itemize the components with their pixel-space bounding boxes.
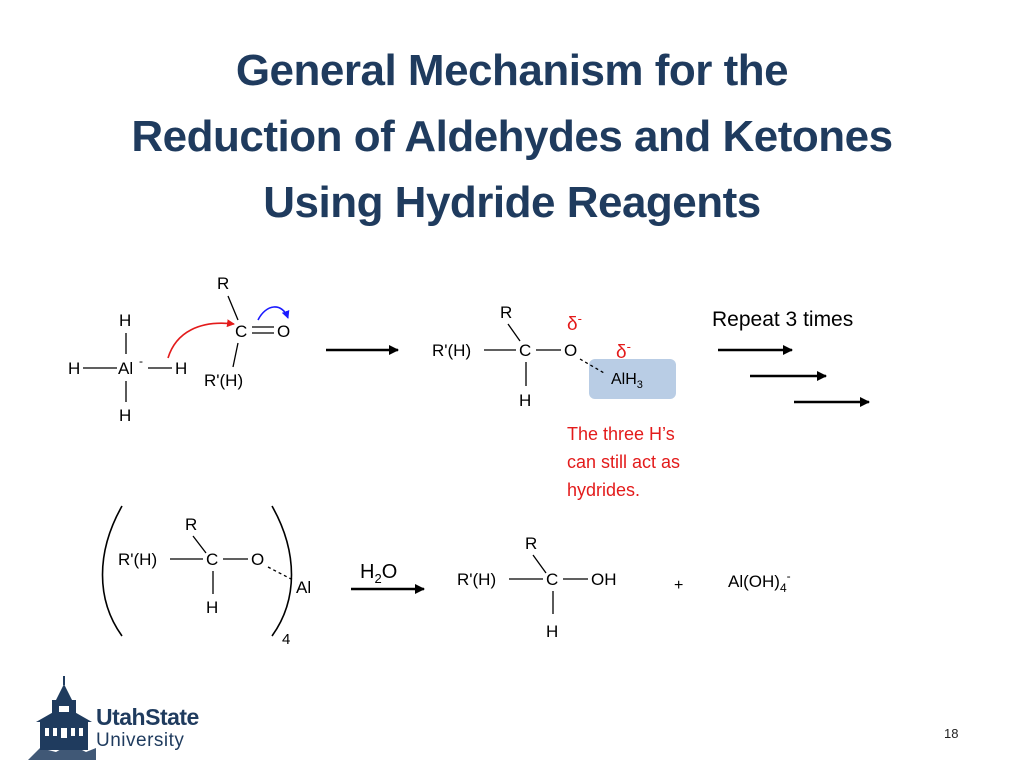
slide-title: General Mechanism for the Reduction of A…: [0, 38, 1024, 236]
aluminate-product: Al(OH)4-: [728, 569, 791, 595]
tetraalkoxyaluminate: R R'(H) C O H Al 4: [101, 505, 311, 648]
repeat-label: Repeat 3 times: [712, 308, 854, 331]
atom-r: R: [185, 515, 197, 534]
logo-line-2: University: [96, 730, 185, 751]
atom-h: H: [206, 598, 218, 617]
partial-charge-delta: δ-: [567, 311, 582, 335]
atom-al: Al: [296, 578, 311, 597]
atom-r: R: [525, 534, 537, 553]
subscript-four: 4: [282, 631, 290, 648]
atom-r: R: [217, 274, 229, 293]
charge-minus: -: [139, 354, 143, 368]
atom-al: Al: [118, 359, 133, 378]
title-line-1: General Mechanism for the: [235, 46, 789, 95]
curved-arrow-blue-icon: [257, 306, 290, 321]
atom-o: O: [564, 341, 577, 360]
carbonyl-molecule: R C O R'(H): [204, 274, 290, 390]
note-line-3: hydrides.: [567, 480, 641, 500]
atom-c: C: [546, 570, 558, 589]
page-number: 18: [944, 726, 959, 741]
old-main-building-icon: [28, 676, 96, 760]
title-line-3: Using Hydride Reagents: [263, 178, 761, 227]
university-logo: UtahState University: [96, 704, 199, 752]
atom-r: R: [500, 303, 512, 322]
atom-h: H: [175, 359, 187, 378]
title-line-2: Reduction of Aldehydes and Ketones: [131, 112, 893, 161]
logo-line-1: UtahState: [96, 704, 199, 730]
atom-h: H: [119, 311, 131, 330]
note-line-1: The three H’s: [567, 424, 675, 444]
left-paren: [101, 505, 123, 637]
note-line-2: can still act as: [567, 452, 681, 472]
atom-r-prime-h: R'(H): [118, 550, 157, 569]
aluminum-hydride-molecule: H H Al - H H: [68, 311, 187, 425]
atom-h: H: [68, 359, 80, 378]
atom-alh3: AlH3: [611, 371, 643, 391]
alcohol-product: R R'(H) C OH H: [457, 534, 617, 641]
atom-h: H: [519, 391, 531, 410]
reagent-water: H2O: [360, 561, 397, 586]
annotation-note: The three H’s can still act as hydrides.: [567, 420, 737, 504]
atom-oh: OH: [591, 570, 617, 589]
atom-h: H: [119, 406, 131, 425]
alkoxide-intermediate: R R'(H) C O H AlH3 δ- δ-: [432, 303, 676, 410]
alh3-highlight: [589, 359, 676, 399]
atom-c: C: [519, 341, 531, 360]
atom-o: O: [251, 550, 264, 569]
curved-arrow-red-icon: [167, 319, 235, 359]
atom-c: C: [235, 322, 247, 341]
atom-r-prime-h: R'(H): [457, 570, 496, 589]
plus-sign: +: [674, 577, 683, 594]
atom-h: H: [546, 622, 558, 641]
partial-charge-delta: δ-: [616, 339, 631, 363]
atom-r-prime-h: R'(H): [432, 341, 471, 360]
atom-r-prime-h: R'(H): [204, 371, 243, 390]
atom-o: O: [277, 322, 290, 341]
atom-c: C: [206, 550, 218, 569]
right-paren: [271, 505, 293, 637]
